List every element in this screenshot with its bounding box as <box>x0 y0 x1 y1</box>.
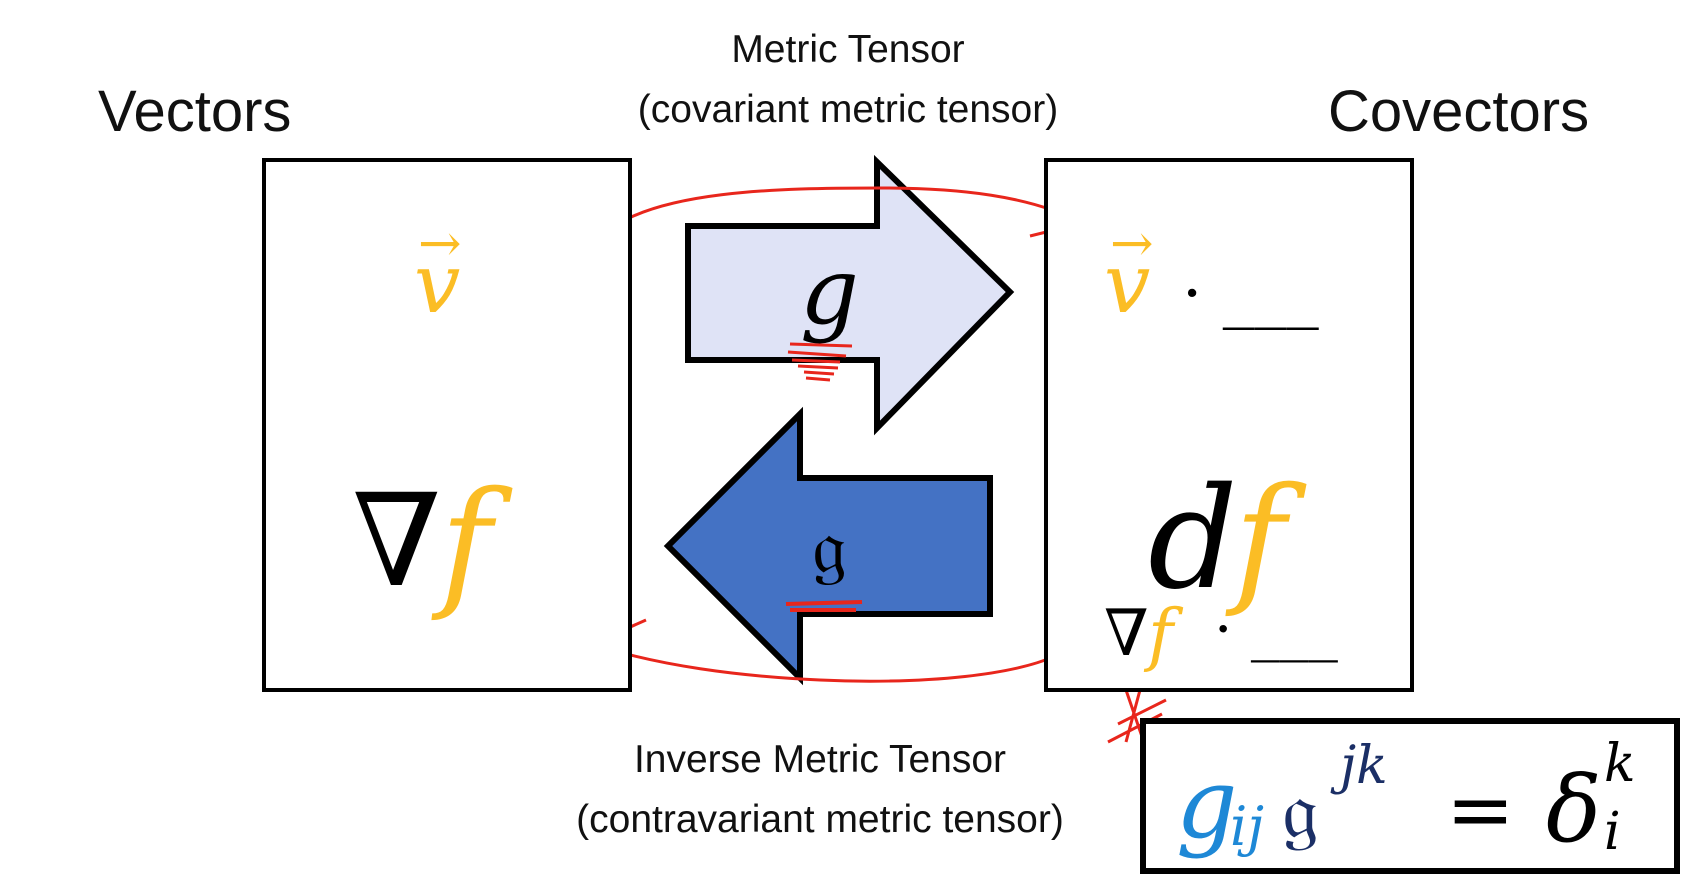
small-f: f <box>1148 596 1174 675</box>
vector-v: v <box>414 237 461 332</box>
identity-superscript-jk: jk <box>1340 736 1388 796</box>
inverse-metric-tensor-caption: Inverse Metric Tensor (contravariant met… <box>530 730 1110 850</box>
inverse-metric-tensor-title: Inverse Metric Tensor <box>633 738 1007 781</box>
covector-v-arrow-accent: → <box>1110 214 1154 274</box>
gradient-nabla: ∇ <box>352 467 442 616</box>
covectors-heading: Covectors <box>1328 79 1590 144</box>
inverse-metric-tensor-arrow <box>663 406 993 686</box>
red-underline-fraktur-g <box>785 600 863 612</box>
identity-delta-superscript: k <box>1604 734 1636 794</box>
identity-subscript-ij: ij <box>1230 795 1265 858</box>
identity-delta: δ <box>1546 756 1602 863</box>
covectors-box <box>1044 158 1414 692</box>
covector-dot-blank: · ___ <box>1182 257 1319 331</box>
gradient-f: f <box>440 462 492 625</box>
red-star-mark <box>1107 689 1167 761</box>
red-scribble-g <box>787 342 853 382</box>
red-curve-bottom <box>611 638 1082 683</box>
metric-tensor-caption: Metric Tensor (covariant metric tensor) <box>598 20 1098 140</box>
vectors-heading: Vectors <box>98 79 292 144</box>
small-nabla: ∇ <box>1104 597 1149 671</box>
differential-d: d <box>1148 458 1238 621</box>
metric-tensor-title: Metric Tensor <box>731 28 965 71</box>
red-curve-top <box>600 186 1081 238</box>
inverse-metric-tensor-subtitle: (contravariant metric tensor) <box>576 798 1064 841</box>
identity-equation-box <box>1140 718 1680 874</box>
vector-arrow-accent: → <box>418 214 462 274</box>
differential-f: f <box>1234 458 1286 621</box>
identity-fraktur-g: 𝔤 <box>1282 763 1319 858</box>
covector-v: v <box>1104 237 1151 332</box>
identity-delta-subscript: i <box>1604 802 1621 862</box>
inverse-metric-tensor-symbol: 𝔤 <box>812 502 847 592</box>
small-dot-blank: · ___ <box>1214 595 1338 663</box>
metric-tensor-subtitle: (covariant metric tensor) <box>637 88 1059 131</box>
vectors-box <box>262 158 632 692</box>
metric-tensor-arrow <box>685 154 1015 436</box>
identity-g: g <box>1176 748 1238 860</box>
identity-equals: = <box>1446 763 1515 858</box>
metric-tensor-symbol-g: g <box>800 238 859 345</box>
